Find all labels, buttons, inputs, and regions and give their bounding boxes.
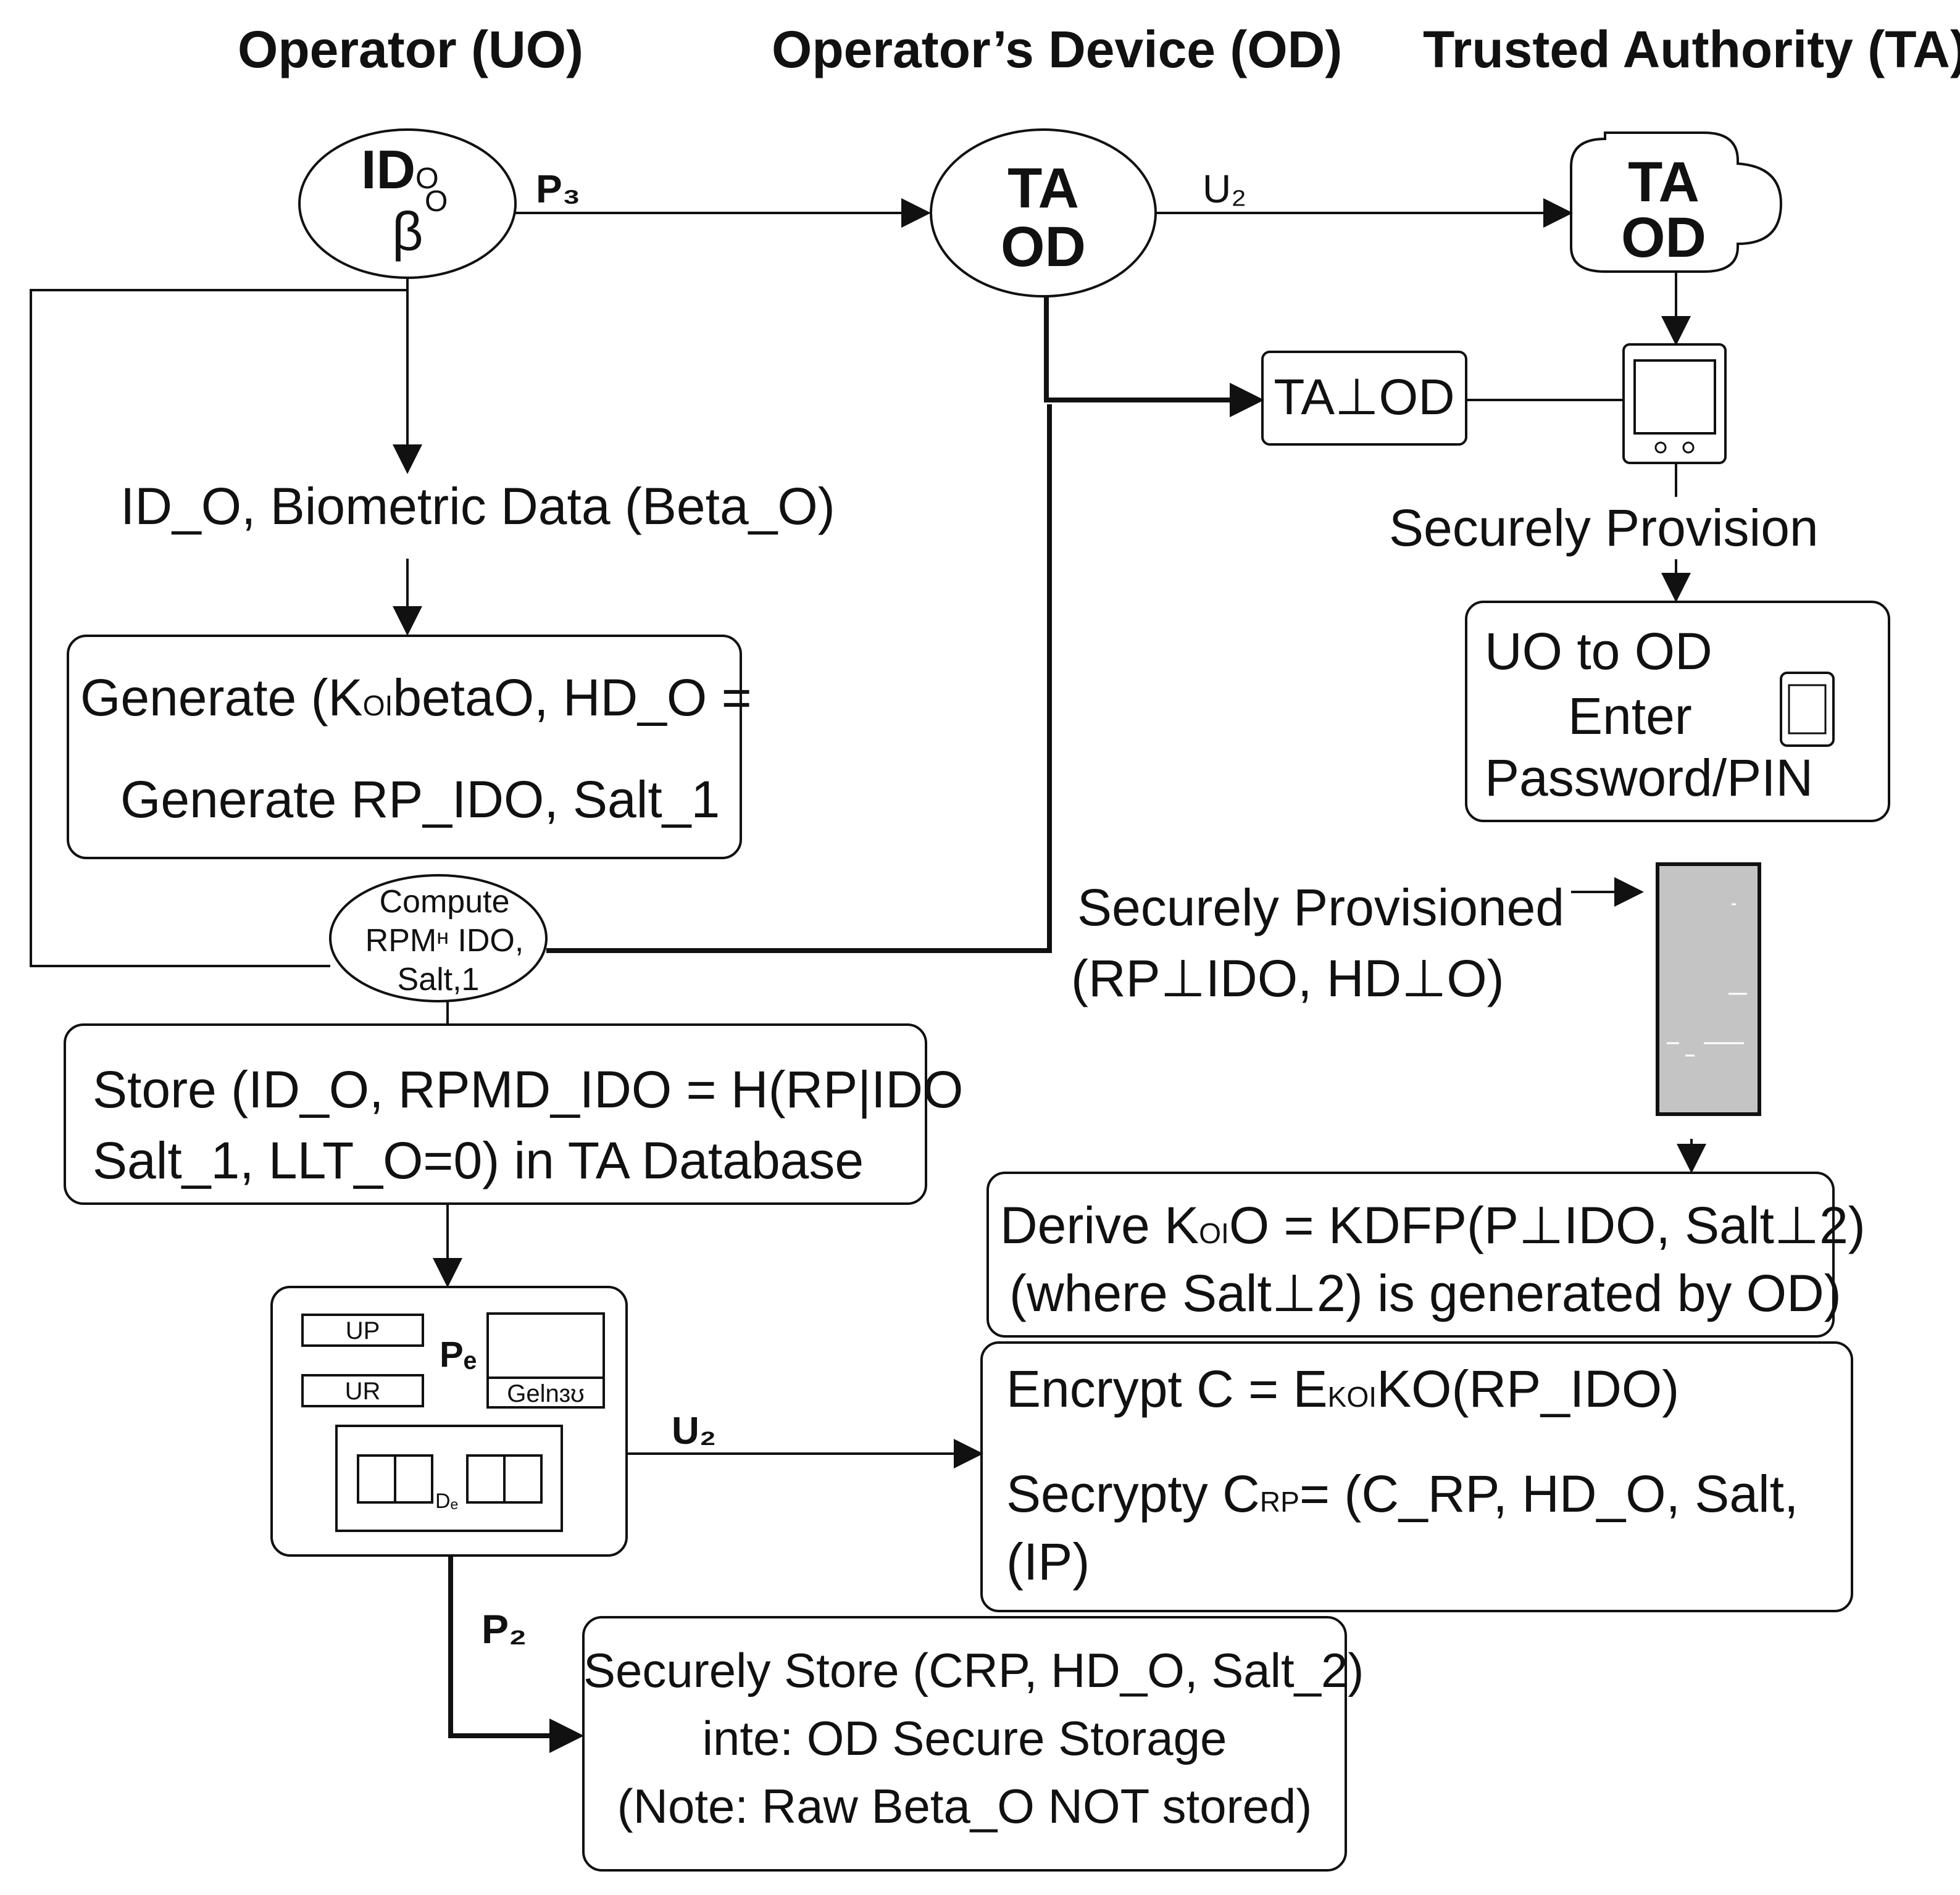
ur-slot-label: UR <box>344 1378 381 1405</box>
store-box-line1: Store (ID_O, RPMD_IDO = H(RP|IDO <box>93 1060 964 1118</box>
edge-label-p3: P₃ <box>536 167 581 211</box>
uo-ellipse-sup: O <box>425 185 448 218</box>
derive-box-line1: Derive KOIO = KDFP(P⊥IDO, Salt⊥2) <box>1000 1196 1866 1254</box>
encrypt-box <box>980 1341 1853 1612</box>
edge-label-u2-top: U₂ <box>1203 167 1247 211</box>
uo-to-od-line2: Enter <box>1568 687 1692 745</box>
derive-box-line2: (where Salt⊥2) is generated by OD) <box>1009 1264 1841 1322</box>
tablet-button-right <box>1682 441 1695 454</box>
compute-ellipse <box>329 874 548 1002</box>
uo-to-od-line3: Password/PIN <box>1485 749 1814 807</box>
od-ellipse-line1: TA <box>1007 157 1079 220</box>
thick-compute-to-od <box>546 404 1052 953</box>
uo-ellipse-line2: β <box>392 201 423 262</box>
loop-left <box>30 289 407 967</box>
compute-ellipse-line2: RPMᵸ IDO, <box>365 923 524 959</box>
secure-store-line1: Securely Store (CRP, HD_O, Salt_2) <box>583 1643 1364 1697</box>
gray-device <box>1656 862 1761 1116</box>
generate-box-line2: Generate RP_IDO, Salt_1 <box>120 770 720 828</box>
secure-store-line3: (Note: Raw Beta_O NOT stored) <box>617 1779 1312 1833</box>
generate-box-line1: Generate (KOIbetaO, HD_O = <box>80 668 752 727</box>
edge-label-u2-bottom: U₂ <box>672 1410 717 1452</box>
lane-header-operator: Operator (UO) <box>238 20 584 78</box>
gen-module-label: Gelnɜʊ <box>507 1380 585 1407</box>
gen-module <box>486 1312 605 1409</box>
ur-slot <box>301 1374 424 1407</box>
encrypt-box-line2: Secrypty CRP= (C_RP, HD_O, Salt, <box>1006 1465 1799 1523</box>
edge-label-p2: P₂ <box>482 1606 527 1652</box>
secure-store-line2: inte: OD Secure Storage <box>702 1711 1227 1765</box>
up-slot <box>301 1314 424 1347</box>
uo-to-od-line1: UO to OD <box>1485 622 1712 680</box>
tablet-screen <box>1633 359 1716 435</box>
securely-provision-label: Securely Provision <box>1389 497 1819 559</box>
uo-ellipse-line1: IDO <box>361 139 439 200</box>
lane-header-authority: Trusted Authority (TA) <box>1423 20 1960 78</box>
encrypt-box-line1: Encrypt C = EKOIKO(RP_IDO) <box>1006 1360 1680 1418</box>
encrypt-box-line3: (IP) <box>1006 1533 1090 1591</box>
store-box-line2: Salt_1, LLT_O=0) in TA Database <box>93 1131 864 1189</box>
securely-provisioned-line2: (RP⊥IDO, HD⊥O) <box>1071 949 1504 1007</box>
tablet-button-left <box>1654 441 1667 454</box>
id-biometric-label: ID_O, Biometric Data (Beta_O) <box>120 477 835 535</box>
ta-od-box-label: TA⊥OD <box>1274 369 1455 425</box>
od-ellipse-line2: OD <box>1001 215 1086 278</box>
derive-box <box>986 1172 1835 1338</box>
generate-box <box>67 635 742 859</box>
od-module-label: Dₑ <box>435 1489 459 1513</box>
store-box <box>64 1023 927 1205</box>
ta-cloud-line2: OD <box>1621 206 1706 269</box>
lane-header-device: Operator’s Device (OD) <box>772 20 1343 78</box>
compute-ellipse-line3: Salt,1 <box>397 962 480 997</box>
thick-panel-to-secure-store <box>448 1556 584 1753</box>
ta-cloud-line1: TA <box>1628 151 1699 214</box>
thick-od-to-taod <box>1044 296 1264 417</box>
compute-ellipse-line1: Compute <box>379 884 510 920</box>
securely-provisioned-line1: Securely Provisioned <box>1077 878 1565 936</box>
panel-p-label: Pₑ <box>440 1335 477 1375</box>
up-slot-label: UP <box>345 1317 380 1344</box>
